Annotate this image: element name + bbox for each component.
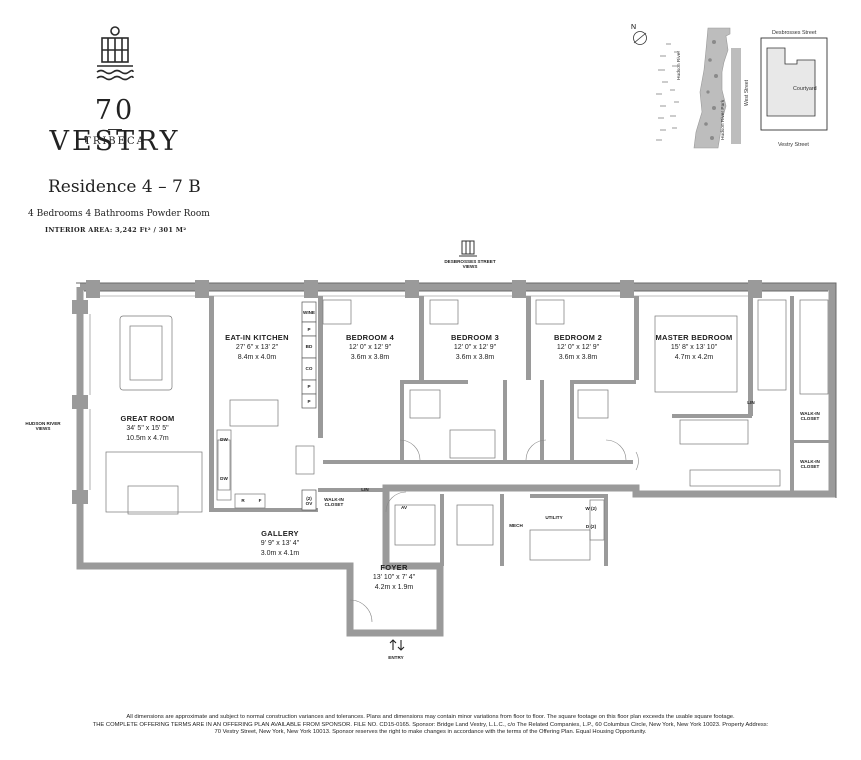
appliance-column <box>301 301 317 511</box>
room-name: BEDROOM 2 <box>553 333 603 342</box>
fixture-linen-master: LIN <box>747 400 755 405</box>
building-icon <box>459 240 477 257</box>
legal-disclaimer: All dimensions are approximate and subje… <box>20 714 841 737</box>
room-dimension-metric: 8.4m x 4.0m <box>237 354 277 361</box>
brand-name: 70 VESTRY <box>49 95 181 157</box>
room-name: GREAT ROOM <box>120 414 175 423</box>
interior-walls <box>209 296 832 566</box>
fixture-refrigerator: R <box>241 498 245 503</box>
furniture <box>105 299 829 561</box>
room-dimension-metric: 3.0m x 4.1m <box>260 550 300 557</box>
river-pattern <box>656 43 679 141</box>
room-dimension-imperial: 15' 8" x 13' 10" <box>670 344 718 351</box>
park-strip <box>693 27 731 149</box>
door-swings <box>349 439 639 623</box>
site-block <box>760 37 828 131</box>
fixture-dryer: D (2) <box>585 524 597 529</box>
room-dimension-imperial: 13' 10" x 7' 4" <box>372 574 416 581</box>
room-dimension-imperial: 12' 0" x 12' 9" <box>348 344 392 351</box>
residence-title: Residence 4 – 7 B <box>48 177 201 197</box>
desbrosses-label: Desbrosses Street <box>772 30 817 36</box>
fixture-mech: MECH <box>509 523 523 528</box>
fixture-ovens: (2) OV <box>305 496 313 506</box>
fixture-dishwasher-2: DW <box>220 476 228 481</box>
room-name: EAT-IN KITCHEN <box>225 333 289 342</box>
fixture-washer: W (2) <box>585 506 597 511</box>
park-label: Hudson River Park <box>720 99 726 140</box>
fixture-pantry-2: P <box>307 384 311 389</box>
river-label: Hudson River <box>676 51 682 80</box>
room-dimension-imperial: 12' 0" x 12' 9" <box>556 344 600 351</box>
entry-arrows-icon <box>389 639 405 651</box>
floor-plan <box>72 240 837 651</box>
fixture-walkin-closet-gallery: WALK-IN CLOSET <box>324 497 344 507</box>
room-dimension-metric: 3.6m x 3.8m <box>455 354 495 361</box>
fixture-walkin-closet-master-2: WALK-IN CLOSET <box>800 459 820 469</box>
west-street-strip <box>731 48 741 144</box>
compass-icon: N <box>631 24 647 45</box>
window-piers <box>72 280 762 504</box>
fixture-walkin-closet-master-1: WALK-IN CLOSET <box>800 411 820 421</box>
room-dimension-metric: 3.6m x 3.8m <box>558 354 598 361</box>
room-name: BEDROOM 4 <box>345 333 395 342</box>
fixture-wine: WINE <box>303 310 315 315</box>
room-name: MASTER BEDROOM <box>655 333 733 342</box>
disclaimer-line-2: THE COMPLETE OFFERING TERMS ARE IN AN OF… <box>92 721 769 728</box>
vestry-label: Vestry Street <box>778 142 809 148</box>
fixture-dishwasher: DW <box>220 437 228 442</box>
disclaimer-line-1: All dimensions are approximate and subje… <box>126 714 735 720</box>
room-dimension-imperial: 34' 5" x 15' 5" <box>126 425 169 432</box>
room-name: FOYER <box>380 563 408 572</box>
residence-rooms-summary: 4 Bedrooms 4 Bathrooms Powder Room <box>28 209 210 219</box>
room-dimension-imperial: 27' 6" x 13' 2" <box>235 344 279 351</box>
building-footprint <box>766 47 816 117</box>
room-name: GALLERY <box>261 529 299 538</box>
disclaimer-line-3: 70 Vestry Street, New York, New York 100… <box>214 729 647 735</box>
residence-interior-area: INTERIOR AREA: 3,242 Ft² / 301 M² <box>45 226 187 234</box>
entry-label: ENTRY <box>388 655 404 660</box>
fixture-linen: LIN <box>361 487 369 492</box>
desbrosses-views-label: DESBROSSES STREET VIEWS <box>444 259 496 269</box>
room-dimension-metric: 4.7m x 4.2m <box>674 354 714 361</box>
fixture-utility: UTILITY <box>545 515 563 520</box>
fixture-freezer: F <box>258 498 262 503</box>
brand-divider <box>108 129 122 130</box>
room-dimension-metric: 10.5m x 4.7m <box>126 435 169 442</box>
fixture-av: AV <box>400 505 408 510</box>
brand-neighborhood: TRIBECA <box>84 136 146 147</box>
room-name: BEDROOM 3 <box>450 333 500 342</box>
courtyard-label: Courtyard <box>793 86 817 92</box>
fixture-co: CO <box>305 366 313 371</box>
site-map: N Hudson River Hudson River Park West St… <box>631 24 828 149</box>
fixture-pantry: P <box>307 327 311 332</box>
west-street-label: West Street <box>744 79 750 106</box>
room-dimension-imperial: 9' 9" x 13' 4" <box>260 540 300 547</box>
brand-logo <box>96 26 134 81</box>
fixture-bd: BD <box>305 344 313 349</box>
fixture-pantry-3: P <box>307 399 311 404</box>
room-dimension-metric: 3.6m x 3.8m <box>350 354 390 361</box>
room-dimension-metric: 4.2m x 1.9m <box>374 584 414 591</box>
room-dimension-imperial: 12' 0" x 12' 9" <box>453 344 497 351</box>
compass-label: N <box>631 24 636 31</box>
hudson-views-label: HUDSON RIVER VIEWS <box>25 421 61 431</box>
